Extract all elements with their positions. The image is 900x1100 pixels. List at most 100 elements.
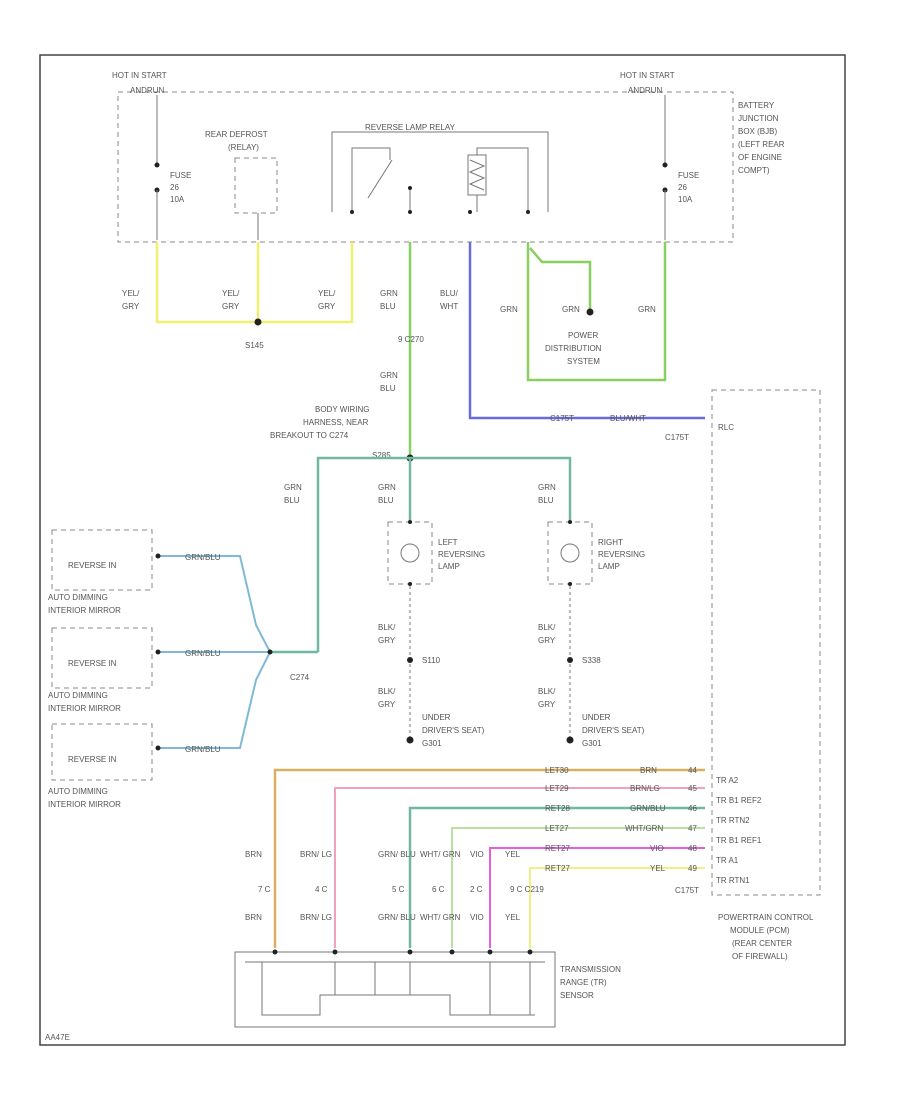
green-blue-wires: GRN BLU 9 C270 GRN BLU BODY WIRING HARNE… [270, 242, 572, 652]
mirror-2: REVERSE IN AUTO DIMMING INTERIOR MIRROR [48, 627, 153, 713]
pcm-circuit: RET28 [545, 804, 570, 813]
pcm-name: TR RTN1 [716, 876, 750, 885]
fuse-right: FUSE 26 10A [662, 95, 699, 240]
wire-label: GRY [222, 302, 240, 311]
wire-label: GRN [638, 305, 656, 314]
mirror-label: AUTO DIMMING [48, 593, 108, 602]
mirror-1: REVERSE IN AUTO DIMMING INTERIOR MIRROR [48, 529, 153, 615]
harness-label: HARNESS, NEAR [303, 418, 369, 427]
ground-g301-right [566, 736, 574, 744]
reverse-lamp-relay: REVERSE LAMP RELAY [331, 123, 549, 214]
bjb-line: OF ENGINE [738, 153, 782, 162]
wire-label: GRN [380, 289, 398, 298]
reverse-relay-label: REVERSE LAMP RELAY [365, 123, 456, 132]
tr-wire-top: VIO [470, 850, 484, 859]
pcm-name: TR A2 [716, 776, 739, 785]
wire-label: GRY [538, 636, 556, 645]
tr-wire-top: BRN [245, 850, 262, 859]
s145-label: S145 [245, 341, 264, 350]
pcm-name: TR A1 [716, 856, 739, 865]
tr-wire-bot: YEL [505, 913, 521, 922]
c175t-circuit: C175T [550, 414, 574, 423]
tr-wire-top: WHT/ GRN [420, 850, 461, 859]
pcm-wire: VIO [650, 844, 664, 853]
tr-wire-labels: BRN BRN/ LG GRN/ BLU WHT/ GRN VIO YEL 7 … [245, 850, 544, 922]
mirror-label: INTERIOR MIRROR [48, 704, 121, 713]
pcm-pin: 45 [688, 784, 697, 793]
mirror-3: REVERSE IN AUTO DIMMING INTERIOR MIRROR [48, 723, 153, 809]
battery-junction-box [117, 91, 734, 243]
mirror-label: AUTO DIMMING [48, 691, 108, 700]
wire-label: GRN [378, 483, 396, 492]
bjb-line: BOX (BJB) [738, 127, 777, 136]
fuse-right-text: 10A [678, 195, 693, 204]
reverse-in-label: REVERSE IN [68, 755, 117, 764]
g301-right-label: UNDER [582, 713, 611, 722]
g301-left-label: G301 [422, 739, 442, 748]
reverse-in-label: REVERSE IN [68, 561, 117, 570]
wire-label: GRN [500, 305, 518, 314]
reverse-in-label: REVERSE IN [68, 659, 117, 668]
c175t-label-2: C175T [675, 886, 699, 895]
rear-defrost-relay: REAR DEFROST (RELAY) [205, 130, 278, 240]
ground-wires: BLK/ GRY BLK/ GRY S110 S338 BLK/ GRY BLK… [378, 586, 645, 748]
pcm-circuit: RET27 [545, 864, 570, 873]
pcm-circuit: LET27 [545, 824, 569, 833]
tr-sensor: TRANSMISSION RANGE (TR) SENSOR [234, 949, 621, 1028]
wire-label: BLU [538, 496, 554, 505]
tr-wire-bot: BRN/ LG [300, 913, 332, 922]
wire-label: GRN [538, 483, 556, 492]
wire-label: BLU [378, 496, 394, 505]
pcm-circuit: LET30 [545, 766, 569, 775]
yellow-wires: S145 YEL/ GRY YEL/ GRY YEL/ GRY [122, 242, 354, 350]
pcm-name: TR B1 REF2 [716, 796, 762, 805]
splice-s110 [407, 657, 413, 663]
pcm-label-line: MODULE (PCM) [730, 926, 790, 935]
bjb-line: BATTERY [738, 101, 775, 110]
blue-white-wire: BLU/ WHT C175T BLU/WHT C175T [440, 242, 705, 442]
diagram-code: AA47E [45, 1033, 70, 1042]
mirror-label: AUTO DIMMING [48, 787, 108, 796]
mirror-wire-label: GRN/BLU [185, 553, 221, 562]
wire-label: GRN [284, 483, 302, 492]
hot-in-start-right: HOT IN START [620, 71, 675, 80]
wire-label: BLK/ [378, 623, 396, 632]
tr-wire-bot: BRN [245, 913, 262, 922]
pds-label: SYSTEM [567, 357, 600, 366]
s285-label: S285 [372, 451, 391, 460]
pcm-pin: 49 [688, 864, 697, 873]
tr-wire-bot: WHT/ GRN [420, 913, 461, 922]
left-reversing-lamp: LEFT REVERSING LAMP [387, 520, 485, 586]
tr-pin: 5 C [392, 885, 405, 894]
pcm-pin: 46 [688, 804, 697, 813]
splice-s338 [567, 657, 573, 663]
right-lamp-label: RIGHT [598, 538, 623, 547]
rear-defrost-label: (RELAY) [228, 143, 259, 152]
bjb-line: JUNCTION [738, 114, 779, 123]
tr-pin: 2 C [470, 885, 483, 894]
mirror-label: INTERIOR MIRROR [48, 800, 121, 809]
pcm-wire: WHT/GRN [625, 824, 663, 833]
tr-pin: 6 C [432, 885, 445, 894]
pcm-name: TR RTN2 [716, 816, 750, 825]
wire-label: BLK/ [538, 687, 556, 696]
hot-in-start-right-sub: ANDRUN [628, 86, 662, 95]
fuse-right-text: FUSE [678, 171, 699, 180]
pcm-name: TR B1 REF1 [716, 836, 762, 845]
right-lamp-label: REVERSING [598, 550, 645, 559]
power-distribution-wires: GRN GRN GRN POWER DISTRIBUTION SYSTEM [500, 242, 667, 382]
wire-label: WHT [440, 302, 458, 311]
wire-label: BLK/ [378, 687, 396, 696]
fuse-left-text: 10A [170, 195, 185, 204]
diagram-frame [39, 54, 846, 1046]
pcm-wire: BRN [640, 766, 657, 775]
hot-in-start-left-sub: ANDRUN [130, 86, 164, 95]
tr-pin: 9 C C219 [510, 885, 544, 894]
pcm-label: POWERTRAIN CONTROL MODULE (PCM) (REAR CE… [718, 913, 814, 961]
g301-right-label: G301 [582, 739, 602, 748]
blu-wht-label: BLU/WHT [610, 414, 646, 423]
tr-pin: 4 C [315, 885, 328, 894]
pcm-pin: 48 [688, 844, 697, 853]
g301-left-label: UNDER [422, 713, 451, 722]
